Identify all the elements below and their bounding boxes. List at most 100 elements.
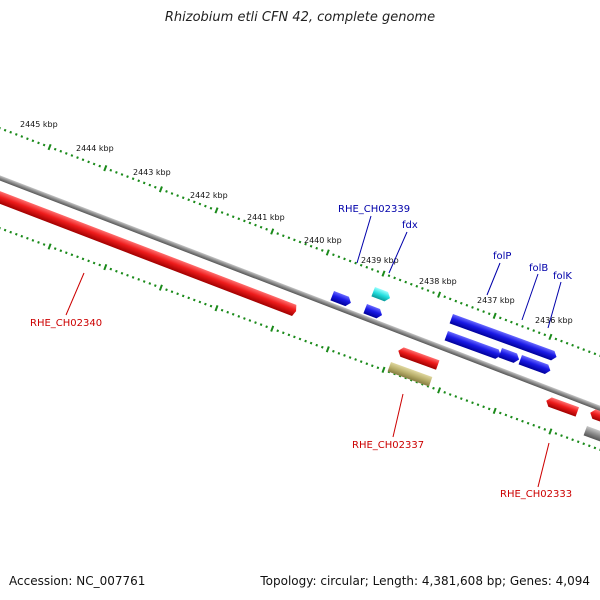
minor-tick [192,200,196,204]
minor-tick [248,319,252,322]
minor-tick [281,234,285,238]
tick-label: 2442 kbp [190,191,228,200]
minor-tick [498,316,502,320]
minor-tick [187,198,191,202]
gene-label-rhe-ch02333[interactable]: RHE_CH02333 [500,489,572,500]
minor-tick [76,156,79,159]
minor-tick [115,171,118,174]
minor-tick [515,322,519,326]
gene-folk[interactable] [518,355,552,375]
gene-label-folb[interactable]: folB [529,263,548,274]
gene-label-folk[interactable]: folK [553,271,572,282]
tick-label: 2443 kbp [133,168,171,177]
minor-tick [565,341,569,345]
major-tick [270,228,275,235]
minor-tick [254,321,257,324]
gene-fdx[interactable] [371,287,391,303]
minor-tick [432,386,435,390]
gene-blue-small-1[interactable] [330,291,352,308]
minor-tick [348,259,352,263]
minor-tick [37,241,40,244]
major-tick [492,407,497,415]
minor-tick [343,257,346,261]
gene-rhe-ch02337[interactable] [387,362,433,387]
minor-tick [404,280,408,284]
minor-tick [309,341,313,345]
gene-folp-folk-block[interactable] [449,314,559,362]
minor-tick [131,276,135,279]
minor-tick [148,183,152,187]
minor-tick [109,267,113,271]
gene-folb[interactable] [498,348,521,364]
minor-tick [304,339,307,343]
minor-tick [198,202,202,206]
minor-tick [9,130,13,134]
minor-tick [487,312,491,316]
tick-track-outer [0,126,600,358]
major-tick [158,186,163,193]
major-tick [548,428,553,435]
minor-tick [526,421,530,425]
tick-labels: 2445 kbp 2444 kbp 2443 kbp 2442 kbp 2441… [20,120,573,325]
gene-label-rhe-ch02340[interactable]: RHE_CH02340 [30,318,102,329]
minor-tick [298,337,302,341]
minor-tick [192,298,196,302]
minor-tick [165,288,168,292]
minor-tick [176,292,179,296]
minor-tick [409,282,413,286]
minor-tick [376,270,380,273]
gene-label-rhe-ch02337[interactable]: RHE_CH02337 [352,440,424,451]
minor-tick [98,164,102,168]
minor-tick [126,175,129,178]
gene-red-right-1[interactable] [545,396,580,417]
minor-tick [482,405,485,409]
minor-tick [237,217,241,221]
minor-tick [510,415,513,419]
minor-tick [576,346,580,349]
minor-tick [526,327,530,330]
minor-tick [320,249,324,252]
minor-tick [170,192,174,195]
minor-tick [532,329,536,332]
minor-tick [421,287,424,290]
minor-tick [259,323,263,326]
minor-tick [576,440,580,444]
gene-blue-small-2[interactable] [363,304,383,320]
minor-tick [315,246,319,250]
minor-tick [315,343,319,347]
minor-tick [532,423,536,427]
tick-label: 2441 kbp [247,213,285,222]
minor-tick [142,280,146,283]
major-tick [270,325,275,332]
tick-label: 2440 kbp [304,236,342,245]
minor-tick [31,239,35,242]
minor-tick [287,236,291,240]
minor-tick [0,226,1,230]
minor-tick [332,253,335,257]
minor-tick [37,141,40,145]
minor-tick [309,244,313,248]
gene-folp[interactable] [444,331,503,360]
minor-tick [415,284,419,288]
minor-tick [87,160,90,164]
minor-tick [153,284,157,287]
major-tick [103,263,108,271]
minor-tick [204,204,207,208]
gene-grey-right[interactable] [583,426,600,446]
gene-rhe-ch02340[interactable] [0,188,298,317]
gene-label-folp[interactable]: folP [493,251,511,262]
minor-tick [137,278,141,281]
gene-red-near-rhe-ch02337[interactable] [397,346,440,370]
gene-label-fdx[interactable]: fdx [402,220,418,231]
minor-tick [42,143,46,147]
minor-tick [148,282,152,285]
minor-tick [14,232,18,236]
minor-tick [198,300,202,304]
minor-tick [70,154,74,157]
minor-tick [0,126,1,130]
minor-tick [459,397,463,400]
minor-tick [281,331,285,335]
gene-label-rhe-ch02339[interactable]: RHE_CH02339 [338,204,410,215]
gene-red-right-2[interactable] [589,408,600,428]
minor-tick [537,425,541,429]
